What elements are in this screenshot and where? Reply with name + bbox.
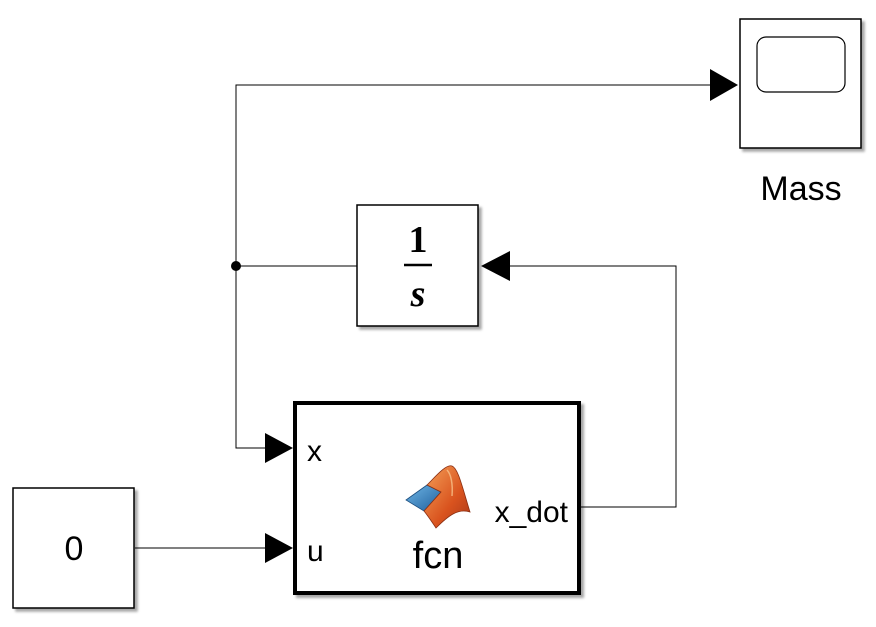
scope-label: Mass bbox=[760, 170, 841, 208]
port-label-x: x bbox=[307, 435, 322, 468]
integrator-block[interactable]: 1 s bbox=[356, 204, 479, 327]
constant-block[interactable]: 0 bbox=[12, 487, 135, 609]
scope-screen-icon bbox=[756, 36, 846, 93]
arrow-scope-in bbox=[710, 69, 738, 101]
branch-point bbox=[231, 261, 241, 271]
integrator-denominator: s bbox=[410, 273, 426, 315]
function-name: fcn bbox=[413, 535, 464, 577]
arrowheads bbox=[265, 69, 738, 563]
matlab-function-block[interactable]: x u x_dot fcn bbox=[293, 401, 581, 595]
arrow-fcn-u-in bbox=[265, 533, 293, 563]
scope-block[interactable]: Mass bbox=[739, 18, 862, 208]
matlab-logo-icon bbox=[405, 465, 471, 529]
signal-to-fcn-x[interactable] bbox=[235, 266, 266, 449]
constant-value: 0 bbox=[65, 530, 84, 568]
signal-feedback[interactable] bbox=[510, 265, 677, 508]
port-label-u: u bbox=[307, 535, 324, 568]
signal-to-scope[interactable] bbox=[235, 84, 710, 266]
signal-lines bbox=[135, 84, 710, 549]
port-label-x-dot: x_dot bbox=[495, 496, 569, 529]
integrator-numerator: 1 bbox=[409, 219, 428, 261]
arrow-fcn-x-in bbox=[265, 433, 293, 463]
arrow-integrator-in bbox=[481, 251, 510, 281]
